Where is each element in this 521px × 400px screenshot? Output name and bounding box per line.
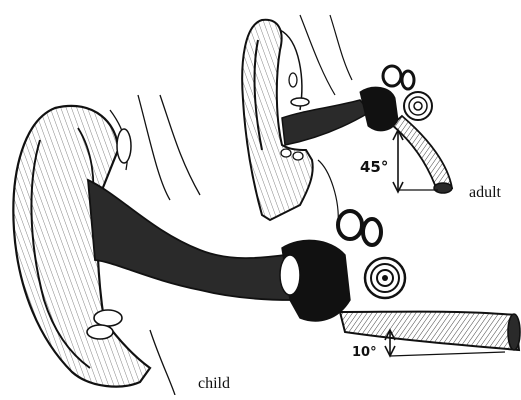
- adult-angle-value: 45°: [360, 158, 388, 176]
- child-cochlea: [365, 258, 405, 298]
- child-label: child: [198, 376, 230, 392]
- adult-label: adult: [469, 185, 501, 201]
- adult-cochlea: [404, 92, 432, 120]
- adult-ear-canal: [282, 100, 370, 145]
- child-angle-value: 10°: [352, 345, 377, 360]
- adult-eustachian-tube: [392, 116, 452, 188]
- adult-ear: 45°: [242, 15, 452, 225]
